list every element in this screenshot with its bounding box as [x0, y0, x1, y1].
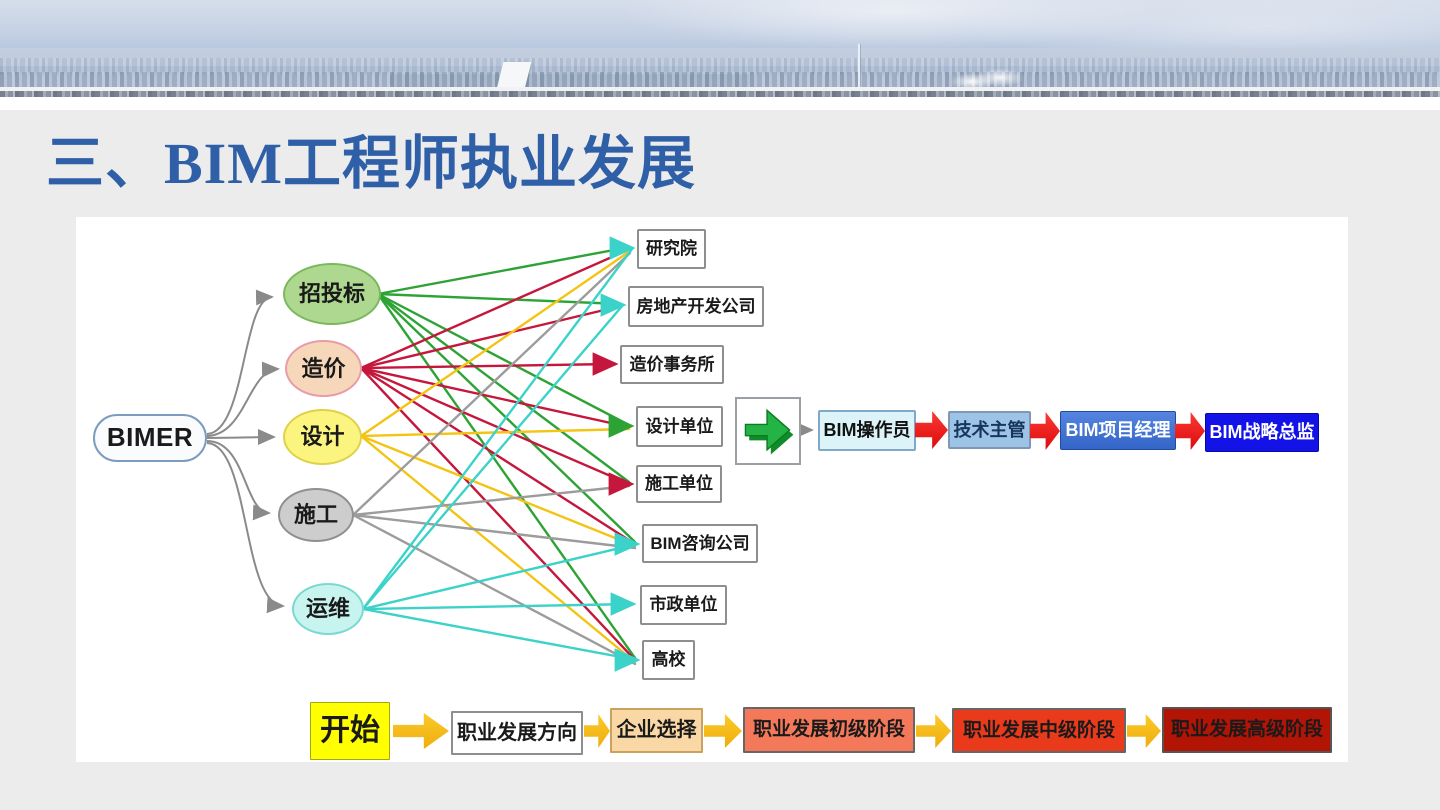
banner-building-strip: [0, 91, 1440, 97]
big-green-arrow-icon: [735, 397, 801, 465]
flow-step-junior-stage: 职业发展初级阶段: [743, 707, 915, 753]
career-step-bim-strategy-director: BIM战略总监: [1205, 413, 1319, 452]
employer-box-research-institute: 研究院: [637, 229, 706, 269]
employer-box-real-estate: 房地产开发公司: [628, 286, 764, 327]
banner-far-skyline: [0, 58, 1440, 75]
banner-near-skyline: [0, 72, 1440, 88]
flow-step-direction: 职业发展方向: [451, 711, 583, 755]
banner-ledge: [0, 87, 1440, 91]
bimer-root-node: BIMER: [93, 414, 207, 462]
category-oval-operations: 运维: [292, 583, 364, 635]
banner-haze-band: [0, 48, 1440, 66]
page-title: 三、BIM工程师执业发展: [46, 131, 697, 196]
employer-box-municipal-unit: 市政单位: [640, 585, 727, 625]
employer-box-bim-consulting: BIM咨询公司: [642, 524, 758, 563]
banner-antenna: [858, 44, 860, 92]
banner-bottom-strip: [0, 97, 1440, 110]
category-oval-cost: 造价: [285, 340, 362, 397]
flow-step-mid-stage: 职业发展中级阶段: [952, 708, 1126, 753]
employer-box-construction-unit: 施工单位: [636, 465, 722, 503]
flow-step-senior-stage: 职业发展高级阶段: [1162, 707, 1332, 753]
employer-box-university: 高校: [642, 640, 695, 680]
employer-box-design-institute: 设计单位: [636, 406, 723, 447]
banner-water: [390, 74, 750, 87]
career-step-bim-project-manager: BIM项目经理: [1060, 411, 1176, 450]
category-oval-design: 设计: [283, 409, 362, 465]
category-oval-bidding: 招投标: [283, 263, 381, 325]
career-step-tech-lead: 技术主管: [948, 411, 1031, 449]
banner-photo: [0, 0, 1440, 97]
category-oval-construction: 施工: [278, 488, 354, 542]
career-step-bim-operator: BIM操作员: [818, 410, 916, 451]
flow-step-enterprise-choice: 企业选择: [610, 708, 703, 753]
employer-box-cost-firm: 造价事务所: [620, 345, 724, 384]
flow-step-start: 开始: [310, 702, 390, 760]
